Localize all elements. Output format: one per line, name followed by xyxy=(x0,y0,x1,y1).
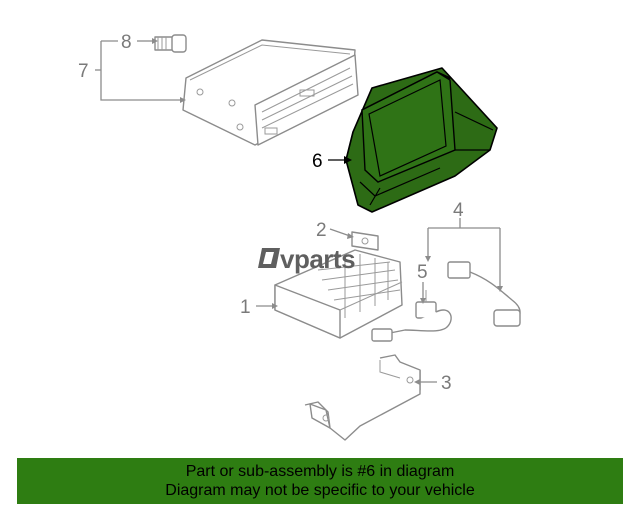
lv-logo-icon xyxy=(258,248,280,268)
part-5-connector[interactable] xyxy=(371,290,452,342)
callout-5: 5 xyxy=(417,262,428,283)
info-banner: Part or sub-assembly is #6 in diagram Di… xyxy=(17,458,623,504)
callout-2: 2 xyxy=(316,220,327,241)
part-3-mounting-bracket[interactable] xyxy=(304,354,421,441)
part-6-display-highlighted[interactable] xyxy=(345,67,498,213)
callout-6: 6 xyxy=(312,151,323,172)
part-1-control-module[interactable] xyxy=(274,249,403,339)
callout-4: 4 xyxy=(453,200,464,221)
part-7-receiver[interactable] xyxy=(182,39,359,146)
leader-lines xyxy=(95,40,501,383)
callout-1: 1 xyxy=(240,297,251,318)
watermark-brand: vparts xyxy=(280,244,355,274)
part-2-bracket[interactable] xyxy=(351,231,379,251)
part-8-screw[interactable] xyxy=(154,34,187,53)
watermark: vparts xyxy=(258,244,356,274)
callout-labels: 1 2 3 4 5 6 7 8 xyxy=(78,32,464,394)
banner-line-1: Part or sub-assembly is #6 in diagram xyxy=(185,463,455,480)
callout-8: 8 xyxy=(121,32,132,53)
leader-arrows xyxy=(152,38,503,385)
callout-7: 7 xyxy=(78,61,89,82)
callout-3: 3 xyxy=(441,373,452,394)
part-4-harness[interactable] xyxy=(447,261,521,327)
banner-line-2: Diagram may not be specific to your vehi… xyxy=(165,482,475,499)
